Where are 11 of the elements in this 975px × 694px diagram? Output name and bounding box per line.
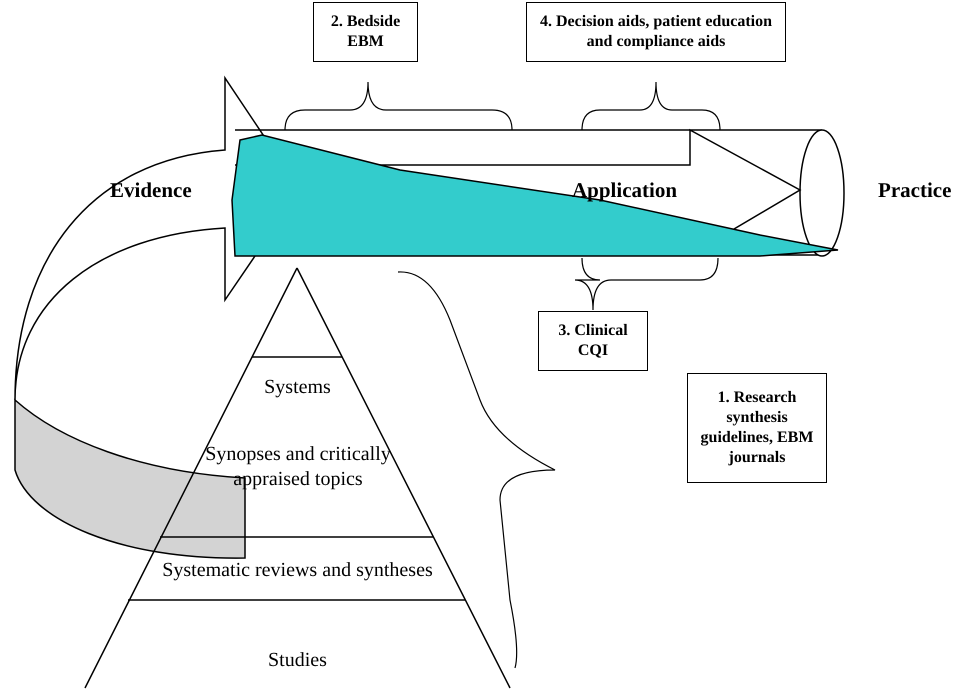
stage-label: Practice [878, 178, 952, 203]
text-box: 4. Decision aids, patient education and compliance aids [526, 2, 786, 62]
pyramid-level-label: Studies [190, 640, 405, 680]
text-box: 2. Bedside EBM [313, 2, 418, 62]
pyramid-level-label: Systematic reviews and syntheses [150, 545, 445, 595]
text-box: 3. Clinical CQI [538, 311, 648, 371]
pyramid-level-label: Systems [220, 372, 375, 402]
stage-label: Evidence [110, 178, 192, 203]
stage-label: Application [572, 178, 678, 203]
text-box: 1. Research synthesis guidelines, EBM journals [687, 373, 827, 483]
pyramid-level-label: Synopses and critically appraised topics [203, 412, 393, 522]
